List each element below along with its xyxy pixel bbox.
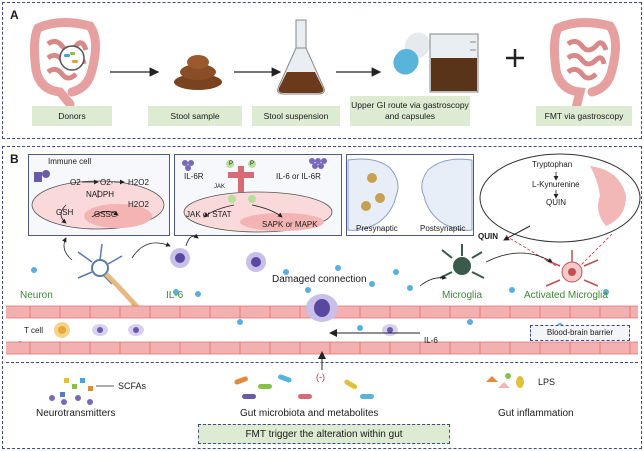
postsynaptic-label: Postsynaptic: [420, 224, 466, 233]
jak-label: JAK: [214, 184, 226, 190]
scfas-label: SCFAs: [118, 381, 147, 391]
o2-label: O2: [70, 178, 81, 187]
intestine-recipient-icon: [549, 18, 620, 113]
microglia-label: Microglia: [442, 290, 483, 301]
step-fmt-gastroscopy: FMT via gastroscopy: [536, 106, 632, 126]
flask-icon: [277, 19, 325, 95]
activated-microglia-icon: [545, 250, 599, 287]
presynaptic-label: Presynaptic: [356, 224, 398, 233]
bacteria-icons: [234, 374, 374, 399]
il6-vessel-label: IL-6: [424, 336, 438, 345]
step-donors: Donors: [32, 106, 112, 126]
t-cell-icon: [54, 322, 70, 338]
stool-icon: [174, 55, 222, 90]
gssg-label: GSSG: [94, 210, 118, 219]
quin-label: QUIN: [546, 198, 566, 207]
panel-a: [2, 2, 642, 139]
intestine-donor-icon: [29, 18, 100, 109]
plus-icon: [506, 49, 524, 67]
bbb-label: Blood-brain barrier: [530, 325, 630, 341]
ligand-label: IL-6 or IL-6R: [276, 172, 321, 181]
o2-minus-label: O2-: [100, 178, 114, 187]
step-stool-sample: Stool sample: [148, 106, 242, 126]
nadph-label: NADPH: [86, 190, 115, 199]
lps-icon: [486, 373, 524, 388]
h2o2-top-label: H2O2: [128, 178, 149, 187]
panel-a-letter: A: [10, 8, 19, 22]
receptor-icon: [34, 170, 50, 182]
microglia-icon: [439, 244, 485, 279]
phospho-right-label: P: [250, 161, 255, 167]
h2o2-label: H2O2: [128, 200, 149, 209]
jak-stat-label: JAK or STAT: [186, 210, 232, 219]
neurotransmitters-label: Neurotransmitters: [36, 408, 116, 419]
il6-label: IL-6: [166, 290, 184, 301]
fmt-trigger-box: FMT trigger the alteration within gut: [198, 424, 450, 444]
neurotransmitter-molecules-icon: [49, 395, 93, 405]
microbiota-label: Gut microbiota and metabolites: [240, 408, 379, 419]
tryptophan-label: Tryptophan: [532, 160, 573, 169]
inhibition-label: (-): [316, 372, 325, 382]
lps-label: LPS: [538, 377, 556, 387]
gut-inflammation-label: Gut inflammation: [498, 408, 574, 419]
quin-out-label: QUIN: [478, 232, 498, 241]
step-upper-gi: Upper GI route via gastroscopy and capsu…: [350, 96, 470, 126]
l-kynurenine-label: L-Kynurenine: [532, 180, 580, 189]
vesicle-icons: [361, 173, 385, 211]
panel-b-letter: B: [10, 152, 19, 166]
beaker-icon: [429, 33, 479, 93]
il6r-left-label: IL-6R: [184, 172, 204, 181]
t-cell-label: T cell: [24, 326, 43, 335]
sapk-mapk-label: SAPK or MAPK: [262, 220, 318, 229]
phospho-left-label: P: [229, 161, 234, 167]
scfa-molecules-icon: [60, 378, 93, 397]
neuron-label: Neuron: [20, 290, 53, 301]
vessel-immune-cells: [92, 324, 398, 336]
ligand-cluster-right-icon: [309, 158, 327, 169]
il6-receptor-icon: [226, 160, 256, 192]
panel-b: [2, 146, 642, 449]
ligand-cluster-left-icon: [182, 160, 194, 171]
step-stool-suspension: Stool suspension: [252, 106, 340, 126]
immune-cell-label: Immune cell: [48, 157, 92, 166]
capsule-icon: [393, 32, 431, 75]
activated-microglia-label: Activated Microglia: [524, 290, 608, 301]
damaged-connection-label: Damaged connection: [272, 274, 367, 285]
damaged-connection-cell-icon: [306, 294, 338, 322]
gut-divider: [6, 362, 638, 363]
gsh-label: GSH: [56, 208, 74, 217]
